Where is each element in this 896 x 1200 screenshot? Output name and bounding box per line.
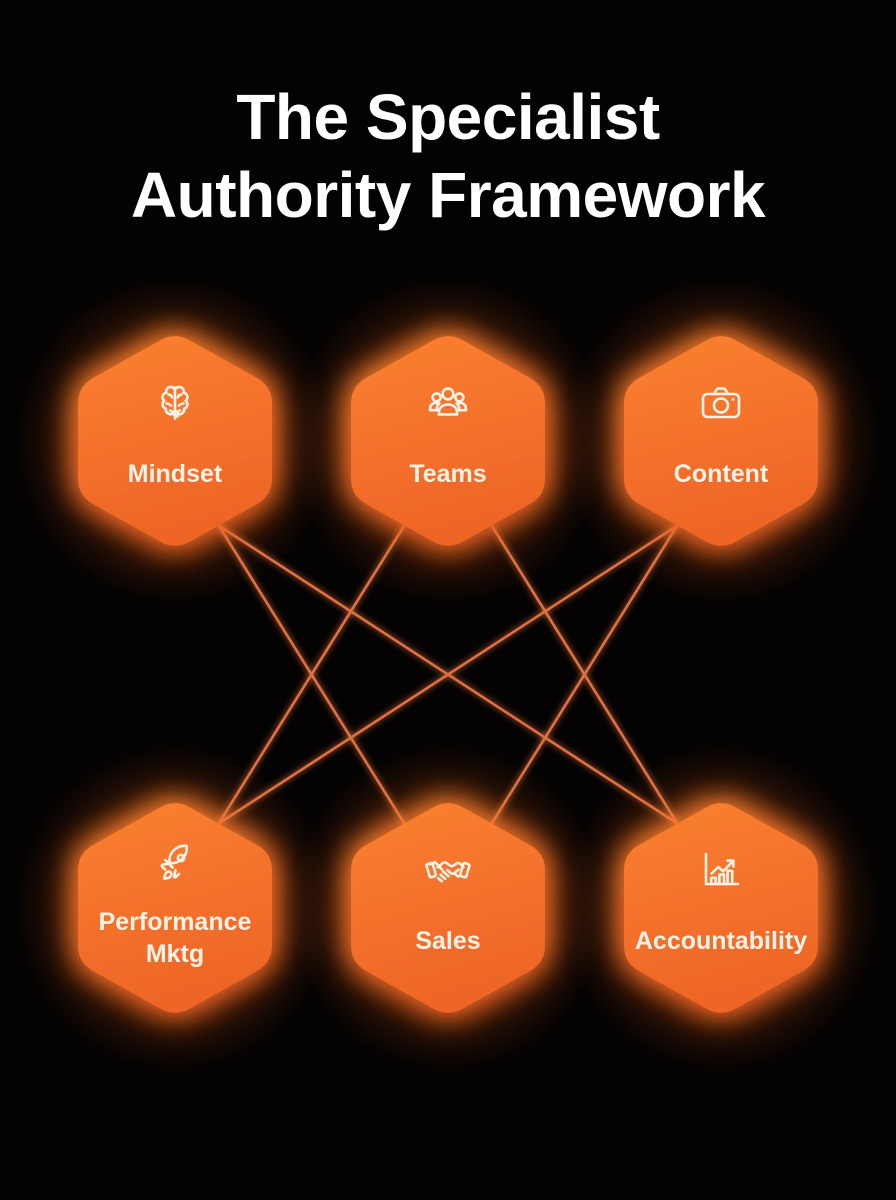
node-sales[interactable]: Sales — [351, 803, 545, 1013]
node-label-teams: Teams — [409, 460, 486, 488]
handshake-icon — [425, 860, 471, 883]
connection-teams-performance — [217, 524, 406, 825]
title-line-1: The Specialist — [236, 81, 660, 153]
node-label-sales: Sales — [415, 927, 480, 955]
camera-icon — [701, 387, 741, 419]
title-line-2: Authority Framework — [130, 159, 766, 231]
hexagon-shape-content — [624, 336, 818, 546]
brain-icon — [161, 385, 189, 420]
connection-content-performance — [217, 524, 679, 825]
page-title: The Specialist Authority Framework — [0, 78, 896, 234]
chart-up-icon — [704, 852, 740, 886]
node-label-performance: Performance — [99, 908, 252, 936]
node-label-mindset: Mindset — [128, 460, 223, 488]
connection-layer — [173, 439, 723, 910]
connection-content-sales — [490, 524, 679, 825]
node-label-performance-line2: Mktg — [146, 940, 204, 968]
hexagon-shape-accountability — [624, 803, 818, 1013]
node-content[interactable]: Content — [624, 336, 818, 546]
people-icon — [428, 387, 468, 416]
node-label-content: Content — [674, 460, 769, 488]
hexagon-shape-mindset — [78, 336, 272, 546]
node-teams[interactable]: Teams — [351, 336, 545, 546]
node-label-accountability: Accountability — [635, 927, 807, 955]
rocket-icon — [160, 844, 189, 880]
node-mindset[interactable]: Mindset — [78, 336, 272, 546]
node-accountability[interactable]: Accountability — [624, 803, 818, 1013]
hexagon-shape-performance — [78, 803, 272, 1013]
hexagon-shape-teams — [351, 336, 545, 546]
hexagon-shape-sales — [351, 803, 545, 1013]
